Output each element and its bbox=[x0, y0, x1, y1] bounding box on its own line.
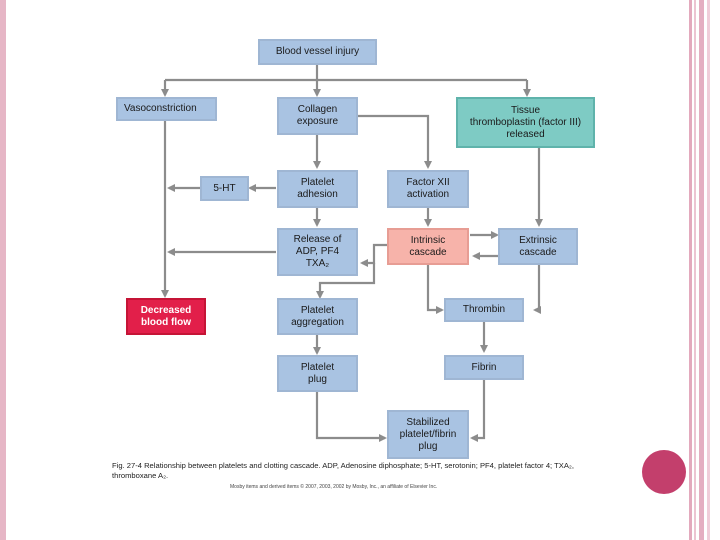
box-stabilized-plug: Stabilized platelet/fibrin plug bbox=[387, 410, 469, 459]
arrow-extrinsic-to-thrombin bbox=[533, 265, 541, 314]
box-factor-xii-activation: Factor XII activation bbox=[387, 170, 469, 208]
box-platelet-plug: Platelet plug bbox=[277, 355, 358, 392]
figure-caption: Fig. 27-4 Relationship between platelets… bbox=[112, 461, 574, 480]
box-platelet-adhesion: Platelet adhesion bbox=[277, 170, 358, 208]
right-stripe bbox=[699, 0, 704, 540]
box-blood-vessel-injury: Blood vessel injury bbox=[258, 39, 377, 65]
box-decreased-blood-flow: Decreased blood flow bbox=[126, 298, 206, 335]
arrow-intrinsic-to-release bbox=[360, 243, 387, 267]
copyright-note: Mosby items and derived items © 2007, 20… bbox=[230, 484, 438, 490]
box-tissue-thromboplastin: Tissue thromboplastin (factor III) relea… bbox=[456, 97, 595, 148]
box-vasoconstriction: Vasoconstriction bbox=[116, 97, 217, 121]
box-collagen-exposure: Collagen exposure bbox=[277, 97, 358, 135]
box-platelet-aggregation: Platelet aggregation bbox=[277, 298, 358, 335]
box-fibrin: Fibrin bbox=[444, 355, 524, 380]
right-stripe bbox=[712, 0, 720, 540]
arrow-intrinsic-to-thrombin bbox=[426, 265, 444, 314]
right-stripe bbox=[689, 0, 692, 540]
box-extrinsic-cascade: Extrinsic cascade bbox=[498, 228, 578, 265]
arrow-plug-to-stabilized bbox=[315, 392, 387, 442]
box-thrombin: Thrombin bbox=[444, 298, 524, 322]
right-stripe bbox=[694, 0, 696, 540]
arrow-fibrin-to-stabilized bbox=[470, 380, 486, 442]
accent-dot bbox=[642, 450, 686, 494]
box-release-adp: Release of ADP, PF4 TXA₂ bbox=[277, 228, 358, 276]
box-intrinsic-cascade: Intrinsic cascade bbox=[387, 228, 469, 265]
arrow-intrinsic-to-aggregation bbox=[316, 263, 376, 299]
right-stripe bbox=[707, 0, 710, 540]
left-border bbox=[0, 0, 6, 540]
arrow-collagen-to-factor12 bbox=[358, 114, 432, 169]
box-5-ht: 5-HT bbox=[200, 176, 249, 201]
